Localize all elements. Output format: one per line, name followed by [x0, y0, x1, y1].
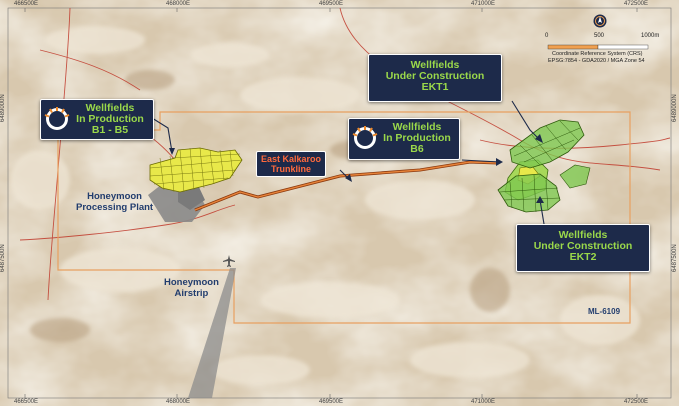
north-arrow-icon — [593, 14, 607, 28]
coord-top-3: 469500E — [319, 1, 344, 7]
airstrip-label-line-2: Airstrip — [174, 288, 209, 299]
coord-right-2: 6487500N — [672, 244, 678, 272]
callout-line-2: Under Construction — [533, 240, 633, 252]
callout-line-1: Wellfields — [558, 229, 608, 241]
airstrip-label[interactable]: Honeymoon Airstrip — [164, 277, 219, 299]
coord-bottom-5: 472500E — [624, 399, 649, 405]
coord-top-2: 468000E — [166, 1, 191, 7]
airstrip-label-line-1: Honeymoon — [164, 277, 219, 288]
wellfield-ekt1[interactable] — [509, 119, 585, 169]
coord-top-4: 471000E — [471, 1, 496, 7]
trunkline-label-line-2: Trunkline — [271, 164, 312, 174]
callout-line-1: Wellfields — [410, 59, 460, 71]
coord-top-1: 466500E — [14, 1, 39, 7]
callout-line-3: B6 — [410, 143, 424, 155]
callout-line-3: B1 - B5 — [91, 124, 129, 136]
airstrip-runway — [188, 268, 236, 398]
callout-line-2: Under Construction — [385, 70, 485, 82]
company-logo-icon — [44, 107, 70, 130]
map-legend: 0 500 1000m Coordinate Reference System … — [541, 14, 671, 70]
company-logo-icon — [352, 126, 378, 149]
callout-wellfields-b1-b5[interactable]: Wellfields In Production B1 - B5 — [40, 99, 154, 140]
callout-line-3: EKT1 — [421, 81, 449, 93]
wellfield-ekt2[interactable] — [497, 164, 591, 213]
coord-left-2: 6487500N — [0, 244, 6, 272]
scale-label-500: 500 — [594, 33, 605, 39]
lease-label: ML-6109 — [588, 307, 621, 316]
coord-bottom-1: 466500E — [14, 399, 39, 405]
crs-detail: EPSG:7854 - GDA2020 / MGA Zone 54 — [548, 58, 645, 64]
processing-plant-label[interactable]: Honeymoon Processing Plant — [76, 191, 153, 213]
callout-line-1: Wellfields — [392, 121, 442, 133]
coord-left-1: 6489000N — [0, 94, 6, 122]
trunkline-label-line-1: East Kalkaroo — [261, 154, 322, 164]
callout-line-1: Wellfields — [85, 102, 135, 114]
trunkline-label[interactable]: East Kalkaroo Trunkline — [256, 151, 327, 177]
callout-wellfields-ekt2[interactable]: Wellfields Under Construction EKT2 — [516, 224, 650, 272]
plant-label-line-2: Processing Plant — [76, 202, 154, 213]
coord-bottom-3: 469500E — [319, 399, 344, 405]
coord-top-5: 472500E — [624, 1, 649, 7]
callout-wellfields-b6[interactable]: Wellfields In Production B6 — [348, 118, 460, 160]
airplane-icon — [223, 255, 235, 267]
callout-line-2: In Production — [76, 113, 144, 125]
scale-label-0: 0 — [545, 33, 549, 39]
scale-label-1000: 1000m — [641, 33, 660, 39]
coord-bottom-4: 471000E — [471, 399, 496, 405]
callout-line-3: EKT2 — [569, 251, 597, 263]
crs-title: Coordinate Reference System (CRS) — [552, 51, 643, 57]
coord-bottom-2: 468000E — [166, 399, 191, 405]
plant-label-line-1: Honeymoon — [87, 191, 142, 202]
coord-right-1: 6489000N — [672, 94, 678, 122]
callout-line-2: In Production — [383, 132, 451, 144]
callout-wellfields-ekt1[interactable]: Wellfields Under Construction EKT1 — [368, 54, 502, 102]
wellfield-b1-b5[interactable] — [149, 147, 243, 193]
scale-bar — [547, 44, 649, 50]
